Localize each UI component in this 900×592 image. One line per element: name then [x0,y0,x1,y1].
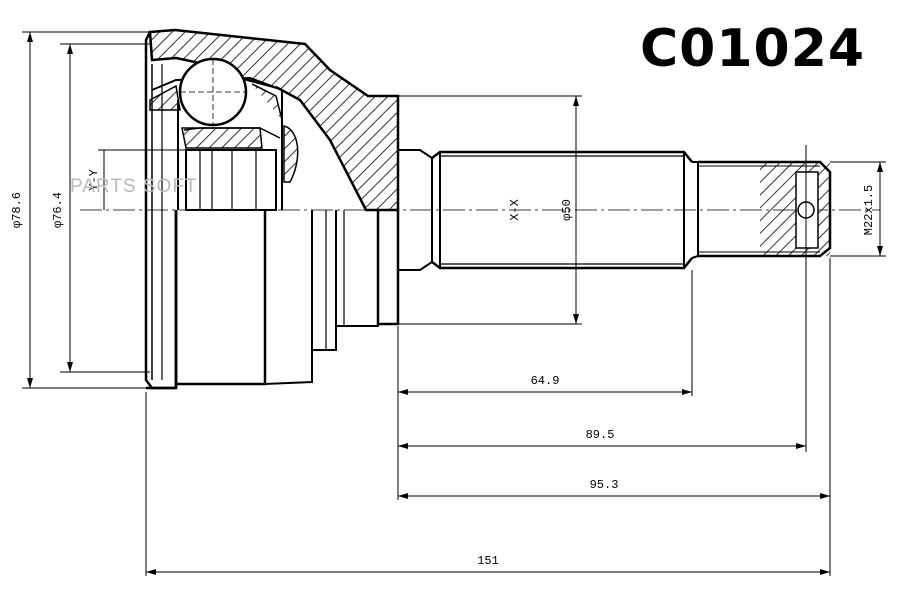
dim-section-y: Y-Y [87,169,101,191]
dim-outer-diameter: φ78.6 [10,192,24,228]
bell-housing [144,28,400,390]
dim-inner-diameter: φ76.4 [51,192,65,228]
dimension-lines [22,31,886,576]
dimension-arrows [27,32,883,575]
stub-shaft [398,149,832,271]
watermark: PARTS SOFT [70,176,198,197]
dim-section-x: X-X [508,199,522,221]
dim-length-end: 95.3 [590,478,619,492]
part-number-title: C01024 [640,19,866,79]
housing-section-hatch [148,28,400,212]
dim-length-spline: 64.9 [531,374,560,388]
dim-length-pin: 89.5 [586,428,615,442]
inner-race [149,76,299,211]
thread-section-hatch [760,162,830,256]
dim-shaft-diameter: φ50 [560,199,574,221]
dim-thread: M22x1.5 [862,185,876,235]
dim-length-total: 151 [477,554,499,568]
